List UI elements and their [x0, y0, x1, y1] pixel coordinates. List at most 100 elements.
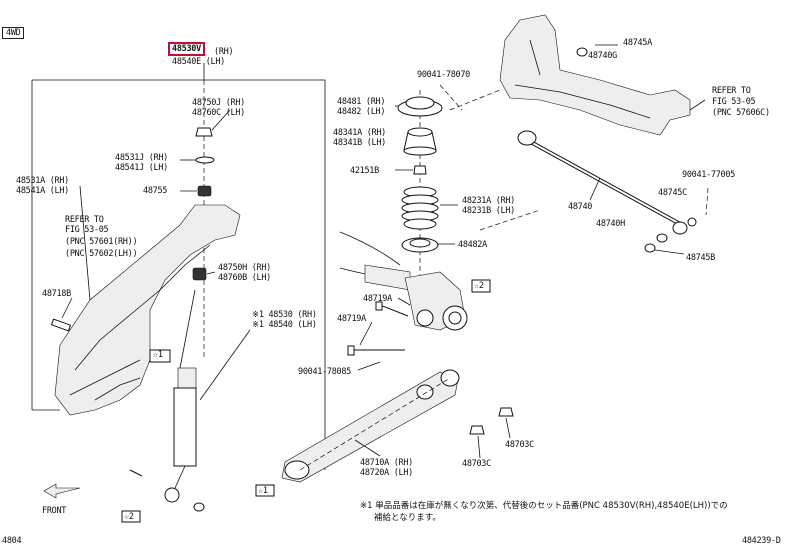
leader-48531A: [79, 185, 91, 301]
bushing-48750H: [192, 267, 207, 281]
bolt-48719A-lower-head: [347, 345, 355, 356]
tag-star2-right: [471, 279, 491, 293]
label-90041-78070[interactable]: 90041-78070: [417, 70, 470, 80]
spring-seat-48482A-inner: [409, 238, 431, 248]
label-48745B[interactable]: 48745B: [686, 253, 715, 263]
bolt-42151B: [413, 165, 427, 175]
label-48482A[interactable]: 48482A: [458, 240, 487, 250]
lateral-rod-end-upper: [517, 130, 537, 146]
washer-48531J: [195, 156, 215, 164]
nut-lower-right: [193, 502, 205, 512]
nut-48740G: [576, 47, 588, 57]
label-48750H[interactable]: 48750H (RH): [218, 263, 271, 273]
leader-90041-77005: [705, 187, 709, 216]
label-48760B[interactable]: 48760B (LH): [218, 273, 271, 283]
bracket-inner-rib-3: [94, 377, 141, 401]
bolt-48719A-upper-head: [375, 301, 383, 311]
axle-shaft-upper: [339, 231, 401, 266]
refer-left-1: REFER TO: [65, 215, 104, 225]
label-48740[interactable]: 48740: [568, 202, 593, 212]
highlighted-part-48530V[interactable]: 48530V: [168, 42, 205, 56]
bracket-inner-rib-1: [74, 244, 211, 371]
nut-48750J: [195, 127, 213, 137]
label-48540E[interactable]: 48540E (LH): [172, 57, 225, 67]
refer-left-2[interactable]: FIG 53-05: [65, 225, 109, 235]
label-90041-78085[interactable]: 90041-78085: [298, 367, 351, 377]
bracket-inner-rib-2: [69, 359, 141, 396]
label-48231B[interactable]: 48231B (LH): [462, 206, 515, 216]
label-48745C[interactable]: 48745C: [658, 188, 687, 198]
crossmember-rib-2: [529, 39, 541, 76]
label-48482[interactable]: 48482 (LH): [337, 107, 386, 117]
label-48750J[interactable]: 48750J (RH): [192, 98, 245, 108]
label-48760C[interactable]: 48760C (LH): [192, 108, 245, 118]
left-group-bracket: [32, 79, 326, 470]
label-star1-48530[interactable]: ※1 48530 (RH): [252, 310, 317, 320]
label-48703C-2[interactable]: 48703C: [462, 459, 491, 469]
leader-48703C-2: [477, 435, 481, 459]
nut-48703C-2: [469, 425, 485, 435]
label-48531J[interactable]: 48531J (RH): [115, 153, 168, 163]
leader-48750J: [211, 109, 231, 131]
front-label: FRONT: [42, 506, 67, 516]
bracket-tag-star1: [149, 349, 171, 363]
label-48719A-1[interactable]: 48719A: [363, 294, 392, 304]
crossmember-rib-1: [514, 84, 651, 119]
leader-48740: [589, 177, 601, 201]
refer-left-4: (PNC 57602(LH)): [65, 249, 138, 259]
bolt-48718B: [50, 318, 72, 332]
tag-star2-bottom-label: ☆2: [124, 512, 134, 522]
label-48740H[interactable]: 48740H: [596, 219, 625, 229]
label-48745A[interactable]: 48745A: [623, 38, 652, 48]
label-48718B[interactable]: 48718B: [42, 289, 71, 299]
shock-absorber-body: [173, 387, 197, 467]
label-48710A[interactable]: 48710A (RH): [360, 458, 413, 468]
label-48541A[interactable]: 48541A (LH): [16, 186, 69, 196]
leader-90041-78085: [357, 361, 381, 371]
label-48341B[interactable]: 48341B (LH): [333, 138, 386, 148]
rear-crossmember: [499, 14, 691, 136]
nut-48745B: [644, 243, 656, 253]
lower-arm-axis: [299, 377, 451, 471]
label-48703C-1[interactable]: 48703C: [505, 440, 534, 450]
label-48719A-2[interactable]: 48719A: [337, 314, 366, 324]
leader-48530: [199, 329, 251, 401]
page-number-right: 484239-D: [742, 536, 781, 546]
footnote-line1: ※1 単品品番は在庫が無くなり次第、代替後のセット品番(PNC 48530V(R…: [360, 501, 728, 511]
label-90041-77005[interactable]: 90041-77005: [682, 170, 735, 180]
axle-housing: [364, 264, 411, 291]
label-48740G[interactable]: 48740G: [588, 51, 617, 61]
leader-90041-78070: [439, 84, 463, 111]
leader-48719A-1: [397, 297, 411, 306]
nut-48745C: [687, 217, 697, 227]
label-48531A[interactable]: 48531A (RH): [16, 176, 69, 186]
leader-48750H: [206, 271, 216, 275]
lateral-rod-highlight: [526, 139, 683, 226]
refer-right-2[interactable]: FIG 53-05: [712, 97, 756, 107]
label-48341A[interactable]: 48341A (RH): [333, 128, 386, 138]
badge-4wd: 4WD: [2, 27, 25, 39]
body-bracket-48531A: [54, 204, 241, 416]
label-48720A[interactable]: 48720A (LH): [360, 468, 413, 478]
leader-48745B: [654, 249, 685, 255]
label-48541J[interactable]: 48541J (LH): [115, 163, 168, 173]
knuckle-bushing: [416, 309, 434, 327]
connector-spring-crossmember: [479, 209, 541, 231]
label-48231A[interactable]: 48231A (RH): [462, 196, 515, 206]
lateral-rod-end-lower: [672, 221, 688, 235]
label-star1-48540[interactable]: ※1 48540 (LH): [252, 320, 317, 330]
leader-48718B: [61, 297, 73, 319]
label-48755[interactable]: 48755: [143, 186, 168, 196]
bolt-lower-left: [129, 469, 143, 477]
shock-upper-sleeve: [177, 367, 197, 389]
tag-star2-bottom: [121, 510, 141, 523]
tag-star1-bottom-label: ☆1: [258, 486, 268, 496]
leader-refer-right: [689, 99, 706, 111]
shock-lower-link: [174, 465, 186, 489]
tag-star1-left: ☆1: [153, 350, 163, 360]
label-42151B[interactable]: 42151B: [350, 166, 379, 176]
label-48481[interactable]: 48481 (RH): [337, 97, 386, 107]
connector-90041-78070: [449, 89, 501, 111]
bound-stopper-top: [407, 127, 433, 137]
